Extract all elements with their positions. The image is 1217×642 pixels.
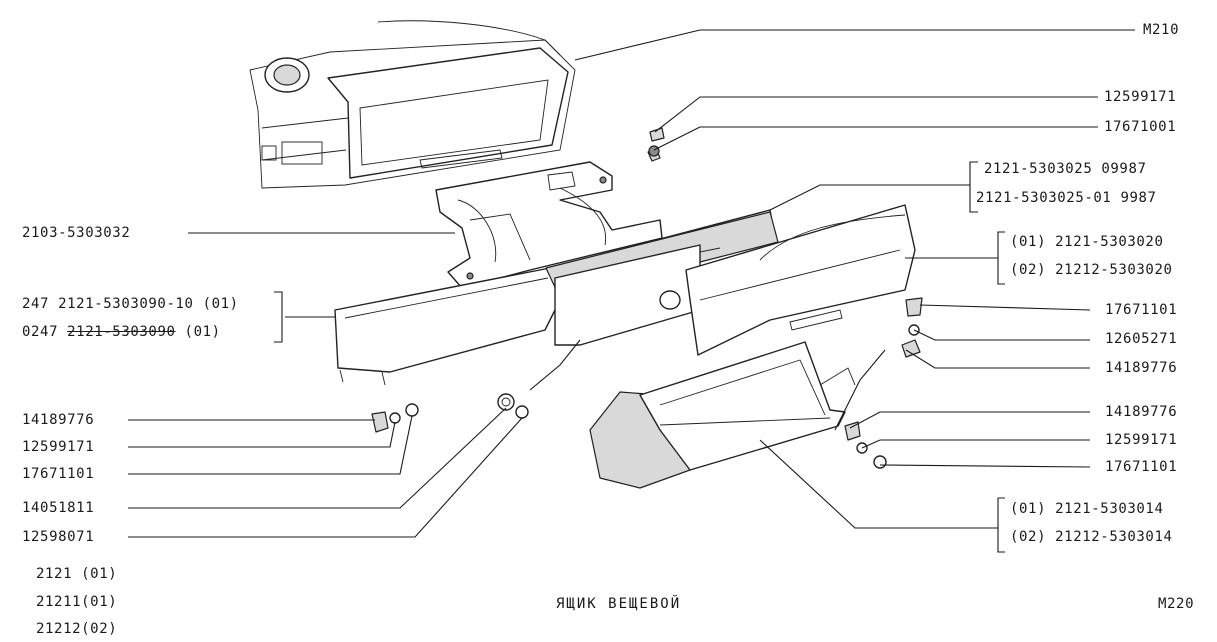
label-part-box-02: (02) 21212-5303014 <box>1010 529 1173 545</box>
label-part-lower-b: 0247 2121-5303090 (01) <box>22 324 221 340</box>
leader-lines <box>128 29 1135 538</box>
label-part-12599171-left: 12599171 <box>22 439 95 455</box>
label-model-21212: 21212(02) <box>36 621 118 637</box>
label-part-box-01: (01) 2121-5303014 <box>1010 501 1164 517</box>
label-model-21211: 21211(01) <box>36 594 118 610</box>
label-part-14189776-right: 14189776 <box>1105 360 1178 376</box>
label-part-lid-02: (02) 21212-5303020 <box>1010 262 1173 278</box>
hinge-bracket <box>435 161 663 289</box>
label-part-lid-01: (01) 2121-5303020 <box>1010 234 1164 250</box>
label-part-14189776-right-lower: 14189776 <box>1105 404 1178 420</box>
label-part-2103-5303032: 2103-5303032 <box>22 225 131 241</box>
label-part-14189776-left: 14189776 <box>22 412 95 428</box>
label-part-14051811-left: 14051811 <box>22 500 95 516</box>
label-model-2121: 2121 (01) <box>36 566 118 582</box>
label-part-12605271-right: 12605271 <box>1105 331 1178 347</box>
label-brackets <box>274 161 1005 553</box>
label-part-12598071-left: 12598071 <box>22 529 95 545</box>
label-part-panel-a: 2121-5303025 09987 <box>984 161 1147 177</box>
label-part-12599171-top: 12599171 <box>1104 89 1177 105</box>
diagram-caption: ЯЩИК ВЕЩЕВОЙ <box>556 596 682 612</box>
label-part-17671101-right-lower: 17671101 <box>1105 459 1178 475</box>
glovebox-lid-assembly <box>334 204 916 386</box>
label-part-17671101-right: 17671101 <box>1105 302 1178 318</box>
top-fasteners <box>647 127 665 162</box>
label-part-17671001-top: 17671001 <box>1104 119 1177 135</box>
label-m210: M210 <box>1143 22 1180 38</box>
glovebox-tray <box>589 341 856 489</box>
label-part-lower-a: 247 2121-5303090-10 (01) <box>22 296 239 312</box>
dashboard-outline <box>249 20 576 189</box>
label-part-12599171-right-lower: 12599171 <box>1105 432 1178 448</box>
label-part-17671101-left: 17671101 <box>22 466 95 482</box>
label-m220: M220 <box>1158 596 1195 612</box>
label-part-panel-b: 2121-5303025-01 9987 <box>976 190 1157 206</box>
